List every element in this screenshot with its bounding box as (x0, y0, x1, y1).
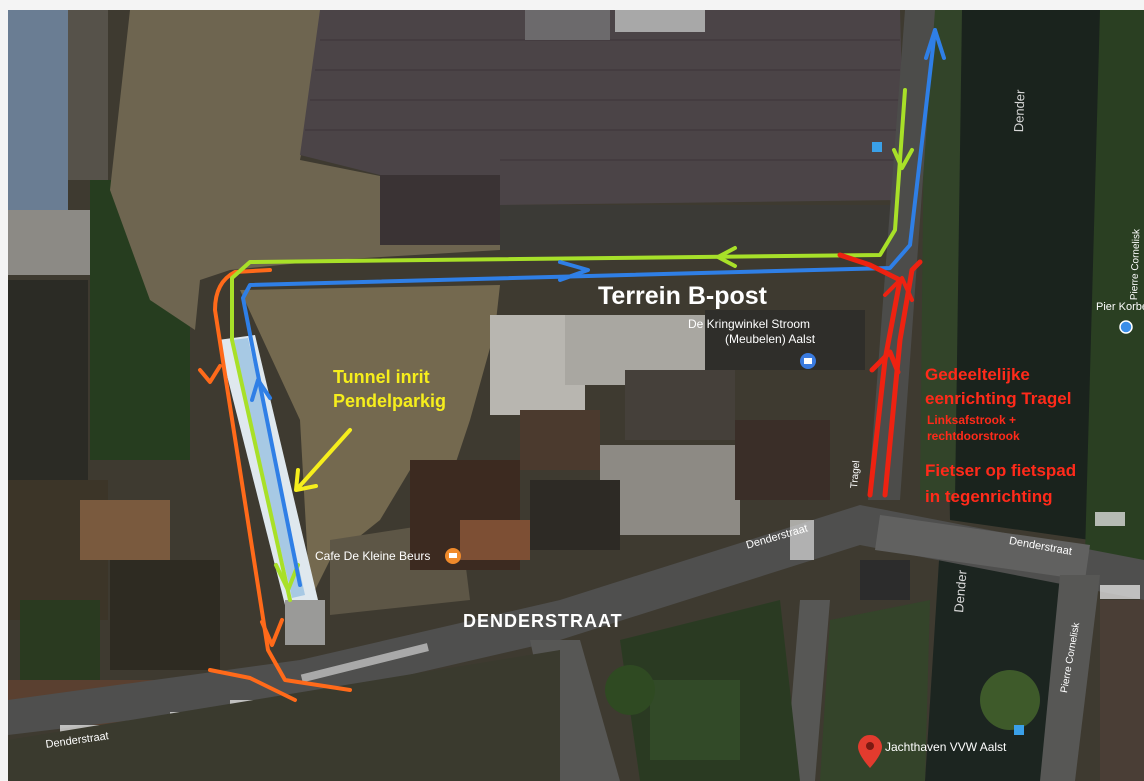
jachthaven-label: Jachthaven VVW Aalst (885, 740, 1007, 754)
route-lines (198, 28, 946, 702)
kringwinkel-label-line1: De Kringwinkel Stroom (688, 317, 811, 331)
tunnel-pointer-arrow (296, 428, 352, 490)
route-blue (241, 28, 937, 587)
shop-pin-icon (800, 353, 816, 369)
dender-canal (920, 10, 1144, 781)
route-yellowgreen (230, 88, 907, 602)
lanes-label-line1: Linksafstrook + (927, 413, 1017, 427)
map-pin-icon (858, 735, 882, 768)
left-buildings (8, 10, 228, 725)
lower-area (8, 560, 1144, 781)
oneway-label-line2: eenrichting Tragel (925, 389, 1072, 408)
construction-terrain (110, 10, 500, 615)
tunnel-label-line2: Pendelparkig (333, 391, 447, 411)
tunnel-label-line1: Tunnel inrit (333, 367, 430, 387)
cyclist-label-line1: Fietser op fietspad (925, 461, 1077, 480)
tunnel-ramp (218, 335, 325, 645)
warehouse-roof (300, 10, 905, 245)
dender-top-label: Dender (1011, 89, 1028, 133)
denderstraat-main-label: DENDERSTRAAT (463, 611, 623, 631)
lanes-label-line2: rechtdoorstrook (927, 429, 1020, 443)
location-dot-icon (872, 142, 1133, 735)
kringwinkel-label-line2: (Meubelen) Aalst (725, 332, 816, 346)
middle-buildings (410, 310, 865, 570)
cafe-label: Cafe De Kleine Beurs (315, 549, 431, 563)
dender-bottom-label: Dender (951, 569, 970, 614)
parking-strip (500, 205, 900, 250)
cyclist-label-line2: in tegenrichting (925, 487, 1053, 506)
route-orange (213, 268, 352, 692)
pier-top-label: Pier Korbeel (1096, 301, 1144, 313)
terrain-title-label: Terrein B-post (598, 282, 767, 310)
cafe-pin-icon (445, 548, 461, 564)
oneway-label-line1: Gedeeltelijke (925, 365, 1030, 384)
